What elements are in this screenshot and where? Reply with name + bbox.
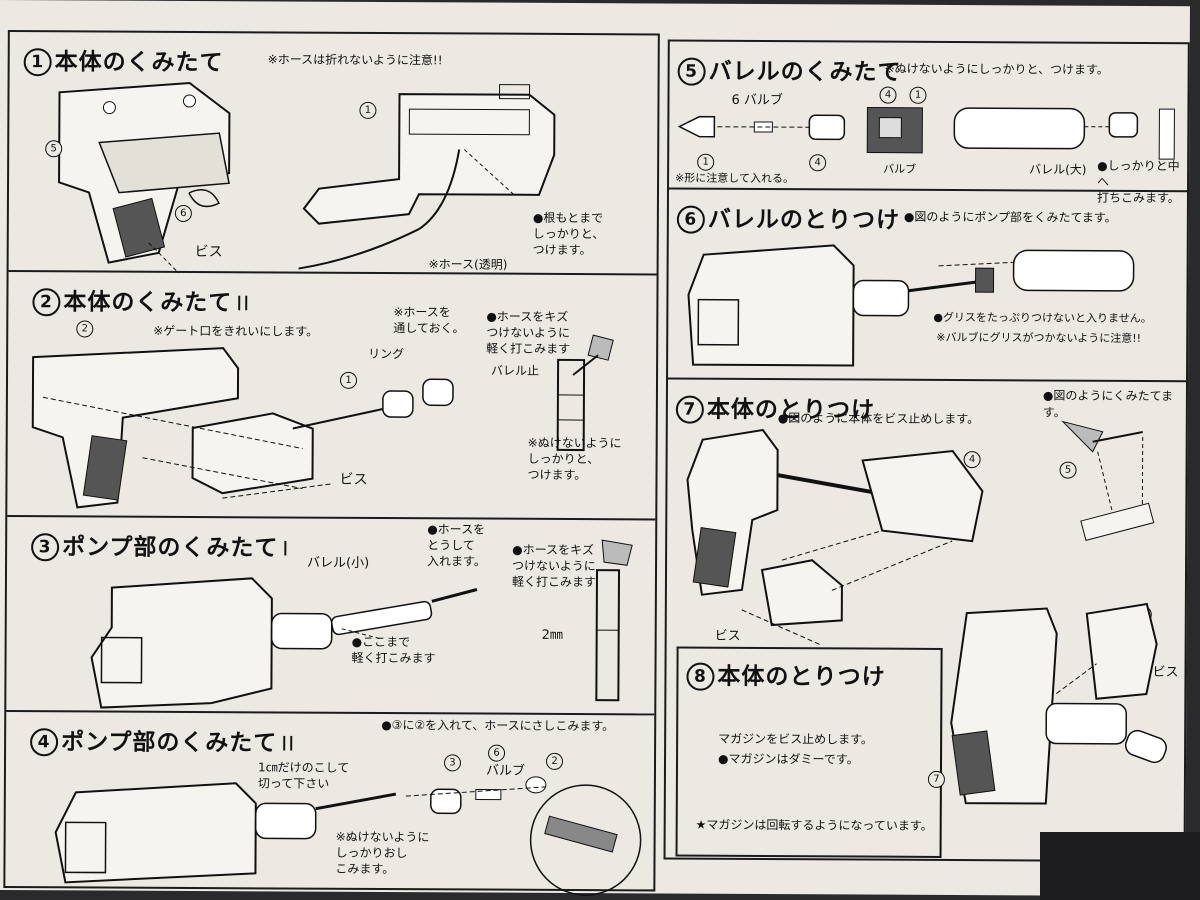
step-1-note: ※ホースは折れないように注意!! (267, 52, 443, 68)
step-6-number: 6 (676, 205, 705, 234)
step-8-dummy-label: ●マガジンはダミーです。 (718, 751, 859, 767)
step-1-body-drawing (39, 72, 270, 263)
step-4-roman: II (281, 731, 296, 756)
step-2-assembly-drawing (22, 327, 503, 515)
background-box (1040, 832, 1200, 900)
step-5-number: 5 (677, 57, 706, 86)
step-3-hose-insert-label: ●ホースを とうして 入れます。 (427, 522, 486, 569)
step-1-callout-6: 6 (174, 204, 192, 223)
step-4-pump-drawing (45, 762, 646, 890)
step-4-callout-6: 6 (488, 744, 506, 762)
step-1-receiver-drawing (299, 74, 590, 246)
step-4-title: ポンプ部のくみたて (61, 729, 278, 757)
step-3-tap-label: ●ホースをキズ つけないように 軽く打こみます (511, 542, 597, 590)
step-8-rotate-label: ★マガジンは回転するようになっています。 (695, 817, 933, 833)
step-5-note: ※ぬけないようにしっかりと、つけます。 (884, 61, 1109, 77)
step-2-number: 2 (32, 288, 61, 317)
step-2-roman: II (236, 291, 251, 316)
step-7-magazine-drawing (1052, 422, 1163, 543)
step-8-title: 本体のとりつけ (717, 663, 886, 691)
step-1-callout-5: 5 (45, 140, 63, 158)
step-2-title: 本体のくみたて (63, 289, 233, 317)
step-4-number: 4 (30, 728, 59, 757)
step-7-note-2: ●図のようにくみたてます。 (1042, 388, 1174, 420)
step-6-note: ●図のようにポンプ部をくみたてます。 (903, 209, 1117, 225)
step-1-root-label: ●根もとまで しっかりと、 つけます。 (532, 210, 605, 258)
step-1-hose-label: ※ホース(透明) (428, 257, 508, 272)
step-3-roman: I (282, 536, 290, 561)
step-7-assembly-drawing (682, 420, 993, 652)
step-6-title: バレルのとりつけ (707, 206, 901, 234)
step-8-callout-7b: 7 (927, 770, 945, 788)
step-2-stopper-drawing (553, 335, 624, 460)
step-8-fix-label: マガジンをビス止めします。 (718, 731, 873, 747)
step-5-shape-label: ※形に注意して入れる。 (675, 171, 795, 186)
step-3-detail-drawing (591, 540, 642, 710)
step-8-assembly-drawing (946, 603, 1167, 804)
step-6-barrel-drawing (683, 235, 1184, 378)
step-1-callout-1: 1 (359, 101, 377, 119)
step-5-barrel-drawing (669, 97, 1189, 170)
step-4-note: ●③に②を入れて、ホースにさしこみます。 (381, 718, 615, 734)
step-8-number: 8 (686, 662, 715, 691)
left-panel: 1 本体のくみたて ※ホースは折れないように注意!! 5 6 ビス (3, 30, 660, 893)
step-5-title: バレルのくみたて (708, 58, 902, 86)
step-3-title: ポンプ部のくみたて (62, 534, 279, 562)
step-3-mm-label: 2㎜ (541, 627, 564, 643)
step-3-pump-drawing (81, 567, 482, 709)
step-3-number: 3 (31, 533, 60, 562)
step-1-screw-label: ビス (194, 244, 223, 261)
